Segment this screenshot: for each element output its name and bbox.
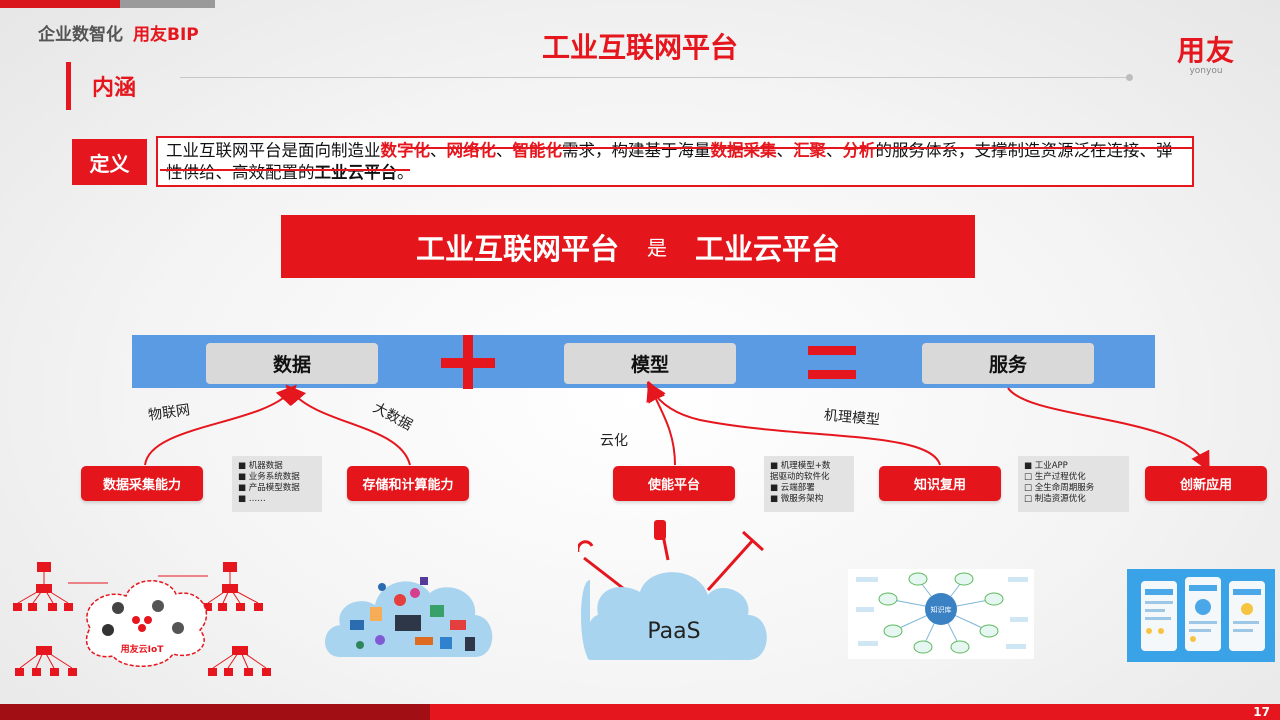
capability-knowledge-reuse: 知识复用 [879,466,1001,501]
footer-bar-dark [0,704,430,720]
capability-storage-compute: 存储和计算能力 [347,466,469,501]
paas-cloud-image: PaaS [578,520,770,680]
note-data-sources: ■ 机器数据 ■ 业务系统数据 ■ 产品模型数据 ■ …… [232,456,322,512]
mobile-apps-image [1127,569,1275,662]
iot-center-label: 用友云IoT [120,643,165,655]
note-line: ■ 产品模型数据 [238,483,316,494]
note-app-features: ■ 工业APP □ 生产过程优化 □ 全生命周期服务 □ 制造资源优化 [1018,456,1129,512]
note-line: ■ 机理模型+数 [770,461,848,472]
note-line: ■ 微服务架构 [770,494,848,505]
knowledge-graph-image: 知识库 [848,569,1034,659]
page-number: 17 [1230,704,1270,720]
knowledge-center-label: 知识库 [931,605,952,614]
note-line: ■ 工业APP [1024,461,1123,472]
note-line: ■ 机器数据 [238,461,316,472]
capability-innovation-app: 创新应用 [1145,466,1267,501]
paas-label: PaaS [647,619,700,644]
note-model-features: ■ 机理模型+数 据驱动的软件化 ■ 云端部署 ■ 微服务架构 [764,456,854,512]
note-line: □ 生产过程优化 [1024,472,1123,483]
note-line: 据驱动的软件化 [770,472,848,483]
note-line: ■ 云端部署 [770,483,848,494]
note-line: □ 全生命周期服务 [1024,483,1123,494]
note-line: ■ 业务系统数据 [238,472,316,483]
label-cloud: 云化 [600,430,628,450]
capability-enable-platform: 使能平台 [613,466,735,501]
note-line: ■ …… [238,494,316,505]
iot-network-image: 用友云IoT [8,558,280,690]
icons-cloud-image [320,565,498,665]
capability-data-collection: 数据采集能力 [81,466,203,501]
footer-bar-red [430,704,1280,720]
note-line: □ 制造资源优化 [1024,494,1123,505]
